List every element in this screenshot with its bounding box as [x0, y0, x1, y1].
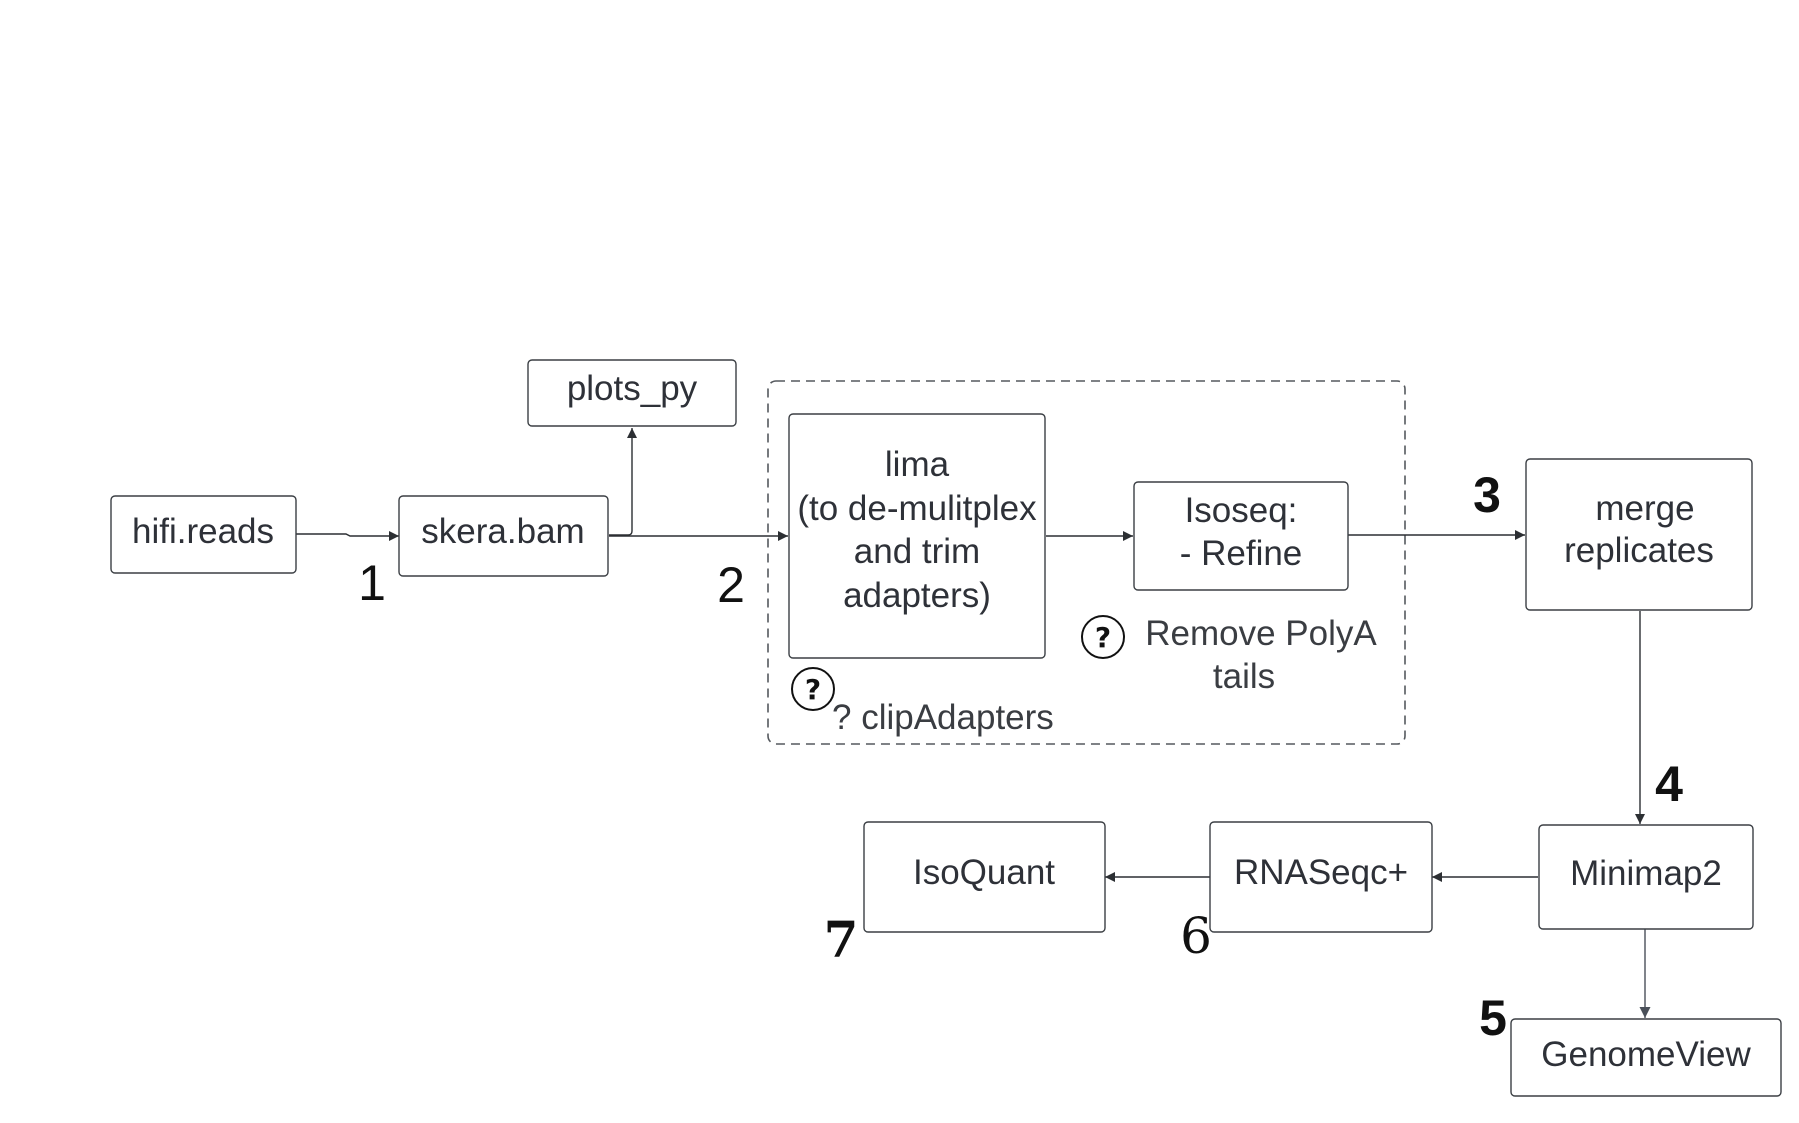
node-merge-line-2: replicates [1564, 531, 1714, 570]
step-numbers: 1 2 3 4 5 6 7 [358, 467, 1683, 1046]
node-skera-bam[interactable]: skera.bam [398, 495, 609, 577]
note-remove-polya-line-2: tails [1213, 657, 1275, 696]
step-number-4: 4 [1655, 756, 1683, 812]
edge-skera-to-plots [609, 428, 637, 536]
node-isoseq-line-1: Isoseq: [1185, 491, 1298, 530]
node-plots-py[interactable]: plots_py [527, 359, 737, 427]
question-icon [1081, 615, 1125, 659]
node-minimap2[interactable]: Minimap2 [1538, 824, 1754, 930]
step-number-2: 2 [717, 557, 745, 613]
node-lima-line-2: (to de-mulitplex [797, 489, 1037, 528]
step-number-1: 1 [358, 555, 386, 611]
node-hifi-reads-label: hifi.reads [132, 512, 274, 551]
question-icon-glyph: ? [805, 673, 821, 706]
note-remove-polya-line-1: Remove PolyA [1145, 614, 1377, 653]
question-icon-glyph: ? [1095, 621, 1111, 654]
node-lima-line-3: and trim [854, 532, 980, 571]
step-number-3: 3 [1473, 467, 1501, 523]
node-skera-bam-label: skera.bam [421, 512, 584, 551]
node-lima-line-1: lima [885, 445, 950, 484]
note-clip-adapters-label: ? clipAdapters [832, 698, 1054, 737]
node-genomeview[interactable]: GenomeView [1510, 1018, 1782, 1097]
question-icon [791, 667, 835, 711]
node-isoquant[interactable]: IsoQuant [863, 821, 1106, 933]
node-merge-replicates[interactable]: merge replicates [1525, 458, 1753, 611]
node-isoseq-line-2: - Refine [1180, 534, 1303, 573]
edges [296, 428, 1651, 1018]
node-hifi-reads[interactable]: hifi.reads [110, 495, 297, 574]
node-plots-py-label: plots_py [567, 369, 698, 408]
node-lima[interactable]: lima (to de-mulitplex and trim adapters) [788, 413, 1046, 659]
node-rnaseqc-label: RNASeqc+ [1234, 853, 1408, 892]
node-genomeview-label: GenomeView [1541, 1035, 1751, 1074]
node-isoquant-label: IsoQuant [913, 853, 1055, 892]
step-number-5: 5 [1479, 990, 1507, 1046]
node-isoseq[interactable]: Isoseq: - Refine [1133, 481, 1349, 591]
node-rnaseqc[interactable]: RNASeqc+ [1209, 821, 1433, 933]
edge-hifi-to-skera [296, 531, 399, 541]
node-minimap2-label: Minimap2 [1570, 854, 1722, 893]
note-clip-adapters: ? ? clipAdapters [791, 667, 1054, 737]
node-merge-line-1: merge [1595, 489, 1694, 528]
node-lima-line-4: adapters) [843, 576, 991, 615]
step-number-7: 7 [824, 910, 859, 969]
step-number-6: 6 [1180, 907, 1212, 965]
note-remove-polya: ? Remove PolyA tails [1081, 614, 1377, 696]
